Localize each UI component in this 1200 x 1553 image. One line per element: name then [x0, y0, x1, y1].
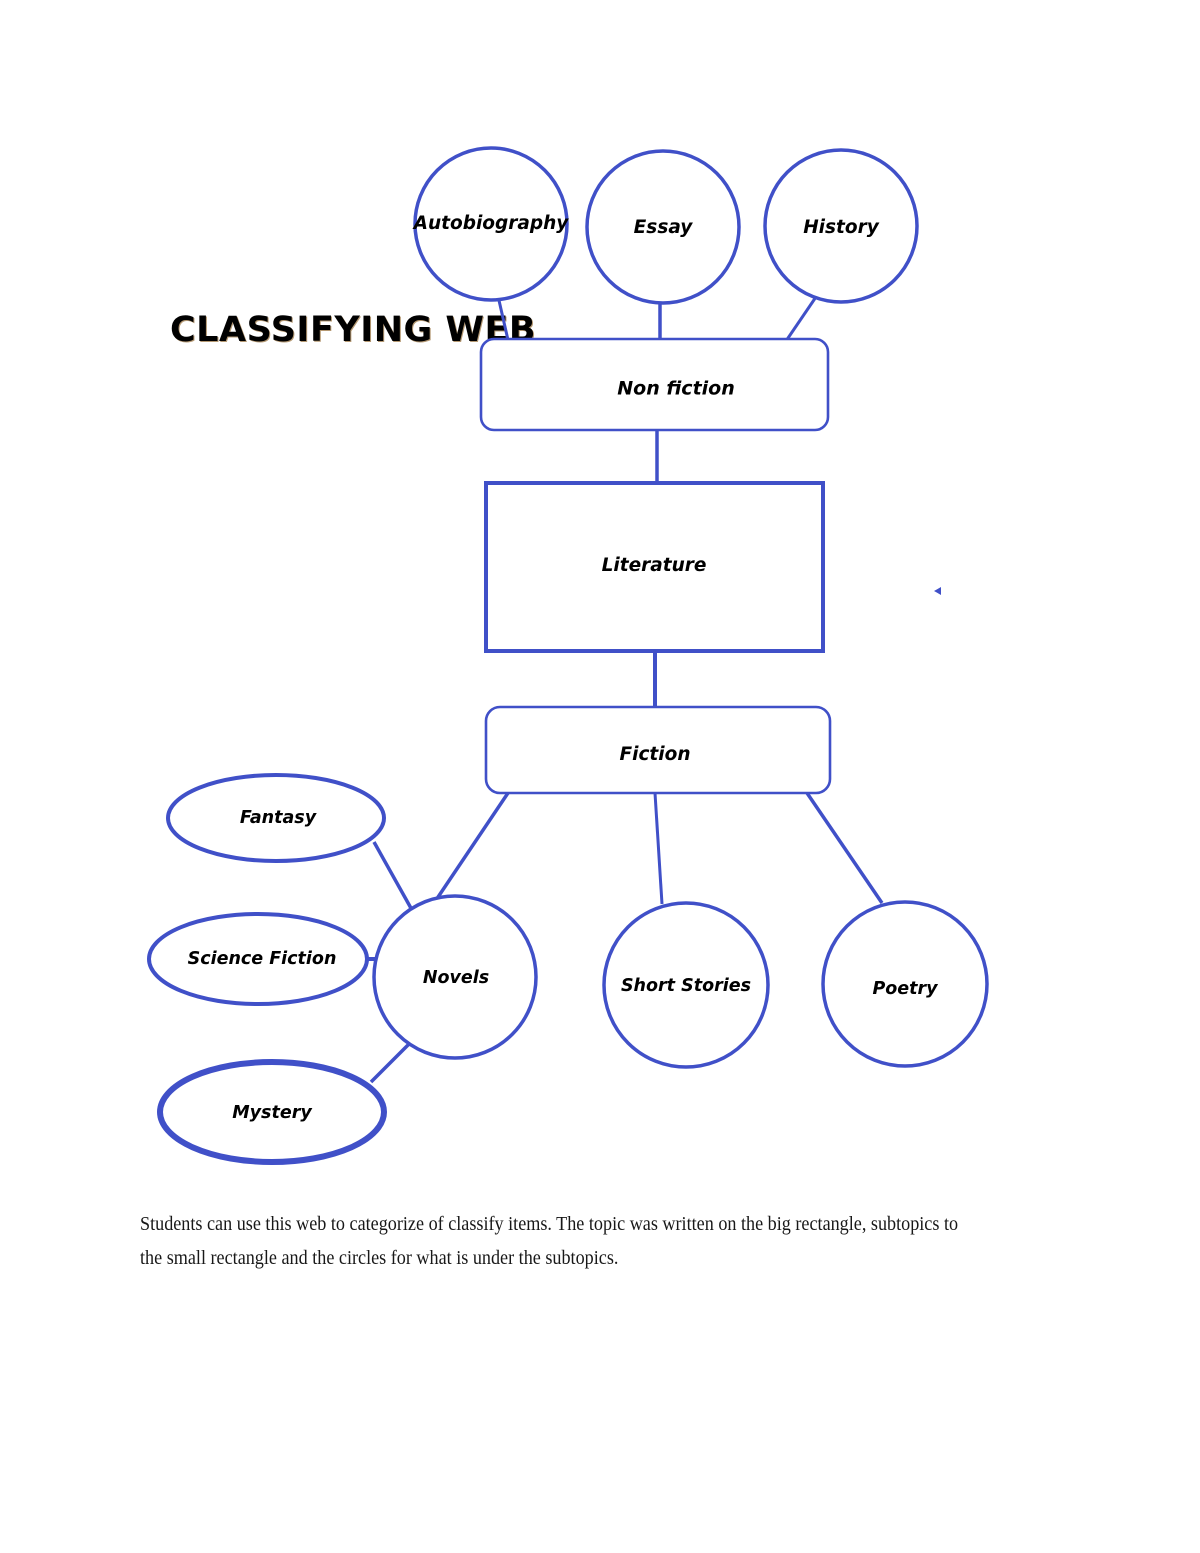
- novels-circle[interactable]: [372, 894, 538, 1060]
- science-fiction-ellipse[interactable]: [147, 912, 369, 1006]
- node-novels[interactable]: Novels: [372, 894, 538, 1060]
- mystery-ellipse[interactable]: [157, 1059, 387, 1165]
- stray-arrow-marker: [934, 587, 941, 595]
- science-fiction-label: Science Fiction: [188, 949, 337, 969]
- node-non-fiction[interactable]: Non fiction: [479, 337, 830, 432]
- connector-fiction-shortstories: [653, 792, 664, 905]
- caption-text: Students can use this web to categorize …: [140, 1214, 959, 1269]
- node-fiction[interactable]: Fiction: [484, 705, 832, 795]
- node-literature[interactable]: Literature: [484, 481, 825, 653]
- node-science-fiction[interactable]: Science Fiction: [147, 912, 369, 1006]
- mystery-label: Mystery: [232, 1103, 313, 1123]
- history-circle[interactable]: [763, 148, 919, 304]
- fantasy-label: Fantasy: [240, 808, 318, 828]
- autobiography-circle[interactable]: [413, 146, 569, 302]
- node-fantasy[interactable]: Fantasy: [166, 773, 386, 863]
- connector-fiction-novels: [430, 792, 510, 907]
- fantasy-ellipse[interactable]: [166, 773, 386, 863]
- autobiography-label: Autobiography: [412, 213, 570, 234]
- node-autobiography[interactable]: Autobiography: [412, 146, 570, 302]
- non-fiction-label: Non fiction: [617, 378, 735, 400]
- connector-group: [366, 293, 884, 1084]
- novels-label: Novels: [423, 968, 489, 988]
- fiction-box[interactable]: [484, 705, 832, 795]
- page-title: CLASSIFYING WEB: [170, 310, 537, 350]
- connector-mystery-novels: [369, 1041, 412, 1084]
- short-stories-label: Short Stories: [621, 976, 751, 996]
- connector-autobiography-nonfiction: [496, 295, 510, 341]
- node-short-stories[interactable]: Short Stories: [602, 901, 770, 1069]
- essay-circle[interactable]: [585, 149, 741, 305]
- essay-label: Essay: [634, 217, 694, 238]
- poetry-label: Poetry: [872, 979, 939, 999]
- node-history[interactable]: History: [763, 148, 919, 304]
- connector-history-nonfiction: [784, 293, 820, 342]
- connector-fantasy-novels: [372, 841, 414, 911]
- history-label: History: [803, 217, 880, 238]
- non-fiction-box[interactable]: [479, 337, 830, 432]
- literature-label: Literature: [602, 555, 707, 576]
- literature-box[interactable]: [484, 481, 825, 653]
- node-mystery[interactable]: Mystery: [157, 1059, 387, 1165]
- fiction-label: Fiction: [619, 744, 690, 765]
- poetry-circle[interactable]: [821, 900, 989, 1068]
- node-essay[interactable]: Essay: [585, 149, 741, 305]
- connector-fiction-poetry: [805, 792, 884, 904]
- node-poetry[interactable]: Poetry: [821, 900, 989, 1068]
- short-stories-circle[interactable]: [602, 901, 770, 1069]
